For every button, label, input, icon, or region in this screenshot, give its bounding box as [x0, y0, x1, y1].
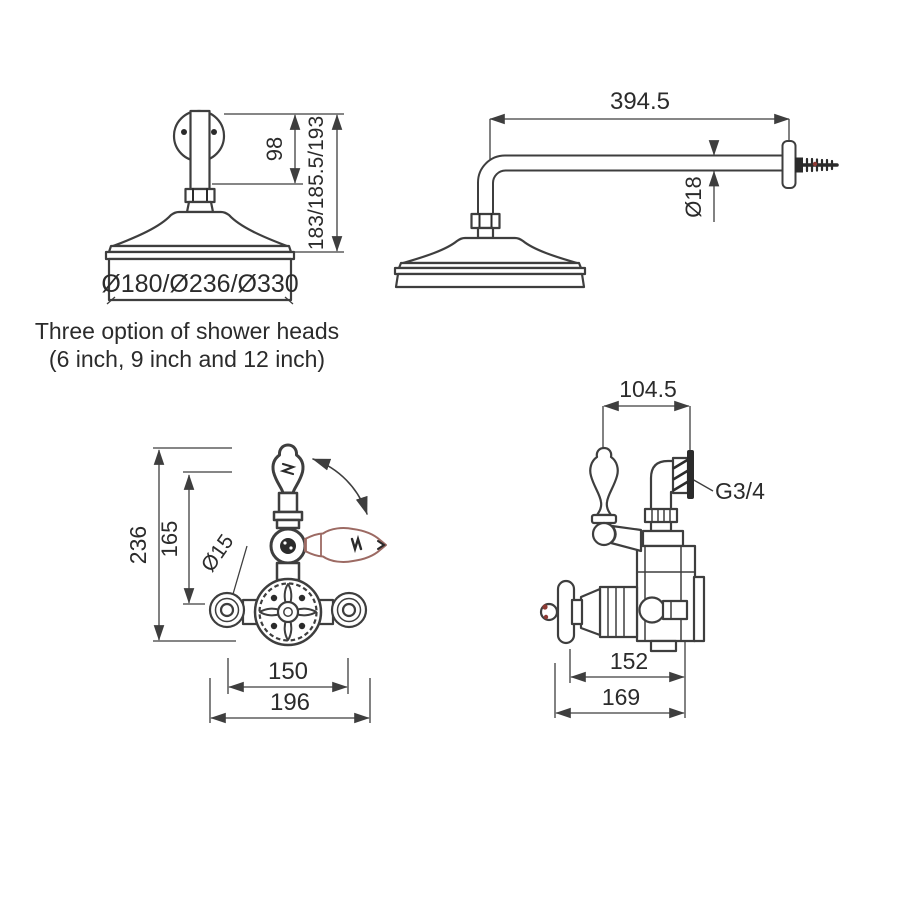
view-shower-head-front: 98 183/185.5/193 Ø180/Ø236/Ø330: [101, 109, 344, 305]
dim-lines-arm-side: [489, 113, 790, 226]
view-shower-arm-side: 394.5 Ø18: [393, 88, 839, 289]
wall-bracket-plate: [692, 575, 706, 643]
pipe-union-nut: [643, 507, 679, 524]
dim-arm-length: 394.5: [610, 88, 670, 115]
view-valve-front: 236 165 Ø15 150 196: [125, 443, 387, 724]
handle-rotation-arc-arrow: [312, 458, 368, 515]
dim-inlet-diameter: Ø15: [197, 530, 239, 576]
cross-handle-side: [539, 579, 584, 645]
shower-head-bell-front: [104, 210, 296, 305]
dim-inlet-centres: 150: [268, 658, 308, 685]
view-valve-side: 104.5 G3/4 152 169: [539, 376, 765, 719]
dim-lines-head-front: [212, 113, 344, 253]
wall-flange-side: [781, 140, 797, 189]
connector-nut: [184, 187, 216, 214]
wall-thread: [795, 157, 839, 173]
dim-outlet-thread: G3/4: [715, 478, 765, 504]
thread-seal-marker: [812, 161, 818, 167]
caption-line-2: (6 inch, 9 inch and 12 inch): [48, 346, 326, 372]
side-outlet-port: [638, 596, 689, 624]
flange-bolt-left: [181, 129, 187, 135]
dim-overall-projection: 169: [602, 684, 640, 710]
dim-valve-overall-width: 196: [270, 689, 310, 716]
handle-temp-marker: [542, 604, 548, 610]
inlet-connector-right: [330, 591, 368, 629]
dim-top-projection: 104.5: [619, 376, 677, 402]
dim-lines-valve-side: [554, 400, 714, 719]
inlet-connector-left: [208, 591, 246, 629]
dim-overall-height: 183/185.5/193: [305, 116, 328, 250]
cartridge-housing: [579, 585, 639, 639]
lever-pivot-hub: [269, 527, 307, 565]
outlet-thread-connector: [671, 450, 694, 499]
dim-valve-overall-height: 236: [125, 526, 151, 564]
arm-connector-nut: [470, 212, 501, 240]
shower-head-bell-side: [393, 236, 587, 289]
valve-body-side: [579, 450, 706, 653]
caption-shower-head-options: Three option of shower heads (6 inch, 9 …: [22, 317, 352, 373]
dim-flange-to-nut-height: 98: [262, 137, 287, 161]
dim-head-diameters: Ø180/Ø236/Ø330: [101, 270, 298, 298]
cross-handle-front: [253, 577, 323, 647]
caption-line-1: Three option of shower heads: [34, 318, 340, 344]
shower-arm-pipe: [477, 154, 784, 217]
dim-valve-handle-height: 165: [157, 521, 182, 558]
bottom-outlet: [649, 639, 678, 653]
drop-pipe: [189, 109, 211, 191]
shower-arm-part: [393, 140, 839, 289]
dim-lines-valve-front: [153, 447, 371, 724]
valve-lever-vertical: [271, 443, 305, 530]
valve-lever-side: [589, 446, 643, 553]
shower-head-front-part: [104, 109, 296, 305]
dim-body-projection: 152: [610, 648, 648, 674]
dim-arm-diameter: Ø18: [681, 176, 706, 218]
flange-bolt-right: [211, 129, 217, 135]
valve-lever-horizontal-alt: [304, 527, 387, 563]
